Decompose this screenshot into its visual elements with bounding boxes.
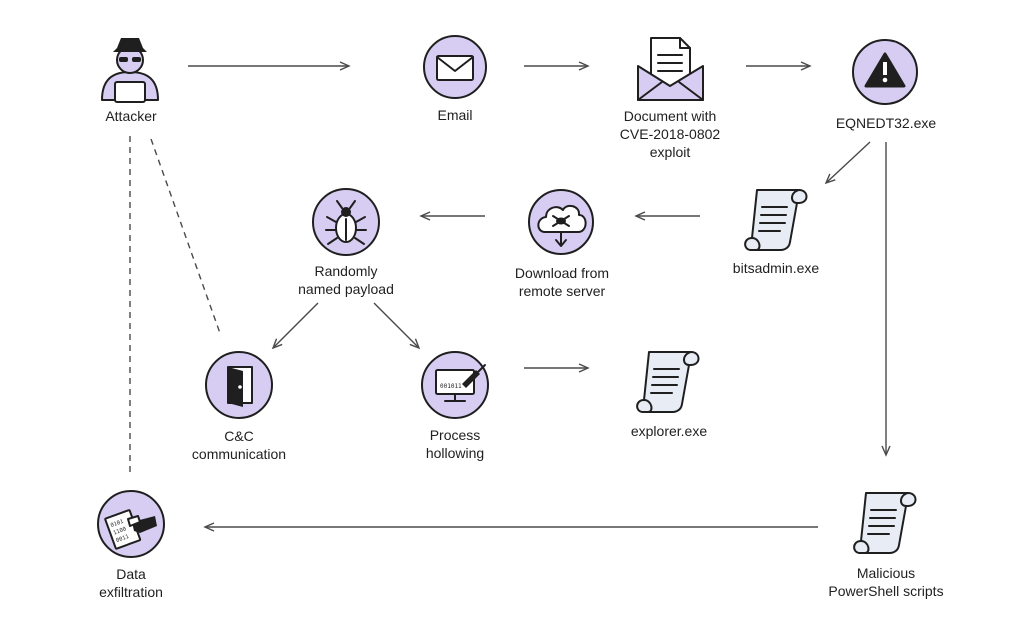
cnc-label-line-1: C&C bbox=[224, 428, 254, 444]
label-download: Download from remote server bbox=[515, 264, 609, 300]
svg-text:1100: 1100 bbox=[113, 526, 128, 536]
explorer-scroll-icon bbox=[636, 351, 700, 413]
cloud-download-icon bbox=[528, 189, 594, 255]
label-attacker: Attacker bbox=[105, 107, 156, 125]
bug-icon bbox=[312, 188, 380, 256]
bitsadmin-scroll-icon bbox=[744, 189, 808, 251]
cnc-label-line-2: communication bbox=[191, 446, 287, 462]
document-label-line-1: Document with bbox=[623, 108, 717, 124]
document-label-line-2: CVE-2018-0802 bbox=[619, 126, 721, 142]
arrow-payload-to-cnc bbox=[271, 302, 319, 350]
svg-text:0101: 0101 bbox=[110, 519, 125, 529]
powershell-label-line-2: PowerShell scripts bbox=[828, 583, 944, 599]
dashed-attacker-to-cnc bbox=[150, 138, 222, 337]
download-label-line-1: Download from bbox=[514, 265, 610, 281]
label-bitsadmin: bitsadmin.exe bbox=[733, 259, 819, 277]
connectors bbox=[129, 61, 891, 532]
attacker-icon bbox=[101, 38, 159, 103]
hollowing-label-line-1: Process bbox=[429, 427, 481, 443]
bitsadmin-label: bitsadmin.exe bbox=[732, 260, 820, 276]
powershell-label-line-1: Malicious bbox=[856, 565, 916, 581]
explorer-label: explorer.exe bbox=[630, 423, 708, 439]
svg-text:001011: 001011 bbox=[440, 383, 462, 390]
payload-label-line-1: Randomly bbox=[314, 263, 378, 279]
warning-icon bbox=[852, 39, 918, 105]
eqnedt-label: EQNEDT32.exe bbox=[835, 115, 937, 131]
label-payload: Randomly named payload bbox=[298, 262, 394, 298]
exfil-label-line-1: Data bbox=[116, 566, 146, 582]
label-cnc: C&C communication bbox=[192, 427, 286, 463]
hollowing-label-line-2: hollowing bbox=[425, 445, 485, 461]
download-label-line-2: remote server bbox=[518, 283, 606, 299]
label-document: Document with CVE-2018-0802 exploit bbox=[620, 107, 720, 161]
svg-text:0011: 0011 bbox=[115, 534, 130, 544]
email-label: Email bbox=[437, 107, 473, 123]
email-icon bbox=[423, 35, 487, 99]
door-icon bbox=[205, 351, 273, 419]
exfil-label-line-2: exfiltration bbox=[99, 584, 163, 600]
label-exfil: Data exfiltration bbox=[99, 565, 163, 601]
hand-document-icon: 0101 1100 0011 bbox=[97, 490, 165, 558]
label-hollowing: Process hollowing bbox=[426, 426, 484, 462]
arrow-eqnedt-to-bitsadmin bbox=[824, 141, 871, 185]
document-label-line-3: exploit bbox=[649, 144, 691, 160]
monitor-syringe-icon: 001011 bbox=[421, 351, 489, 419]
arrow-payload-to-hollowing bbox=[373, 302, 421, 350]
label-powershell: Malicious PowerShell scripts bbox=[828, 564, 943, 600]
payload-label-line-2: named payload bbox=[298, 281, 394, 297]
powershell-scroll-icon bbox=[853, 492, 917, 554]
label-explorer: explorer.exe bbox=[631, 422, 707, 440]
label-eqnedt: EQNEDT32.exe bbox=[836, 114, 936, 132]
label-email: Email bbox=[437, 106, 472, 124]
attacker-label: Attacker bbox=[105, 108, 157, 124]
document-icon bbox=[637, 37, 704, 101]
